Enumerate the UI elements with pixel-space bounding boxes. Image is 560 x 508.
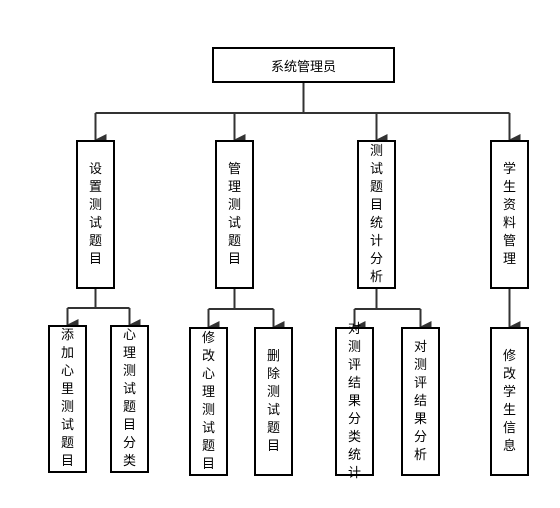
- leaf-node-edit-student-info: 修改学生信息: [490, 327, 529, 476]
- module-node-student-records: 学生资料管理: [490, 140, 529, 289]
- leaf-node-edit-questions: 修改心理测试题目: [189, 327, 228, 476]
- module-node-label: 管理测试题目: [227, 161, 241, 267]
- module-node-set-test-questions: 设置测试题目: [76, 140, 115, 289]
- leaf-node-delete-questions: 删除测试题目: [254, 327, 293, 476]
- leaf-node-analyze-results: 对测评结果分析: [401, 327, 440, 476]
- connector-lines: [66, 83, 521, 333]
- root-node-system-admin: 系统管理员: [212, 47, 395, 83]
- module-node-label: 学生资料管理: [502, 161, 516, 267]
- module-node-label: 测试题目统计分析: [369, 143, 383, 285]
- leaf-node-label: 修改学生信息: [502, 348, 516, 454]
- leaf-node-label: 修改心理测试题目: [201, 330, 215, 472]
- module-node-label: 设置测试题目: [88, 161, 102, 267]
- module-node-test-statistics: 测试题目统计分析: [357, 140, 396, 289]
- leaf-node-classify-questions: 心理测试题目分类: [110, 325, 149, 473]
- leaf-node-label: 对测评结果分类统计: [347, 321, 361, 481]
- leaf-node-classify-results: 对测评结果分类统计: [335, 322, 374, 481]
- module-node-manage-test-questions: 管理测试题目: [215, 140, 254, 289]
- leaf-node-label: 对测评结果分析: [413, 339, 427, 463]
- leaf-node-label: 添加心里测试题目: [60, 328, 74, 469]
- leaf-node-label: 心理测试题目分类: [122, 328, 136, 469]
- leaf-node-add-questions: 添加心里测试题目: [48, 325, 87, 473]
- leaf-node-label: 删除测试题目: [266, 348, 280, 454]
- root-node-label: 系统管理员: [270, 59, 336, 75]
